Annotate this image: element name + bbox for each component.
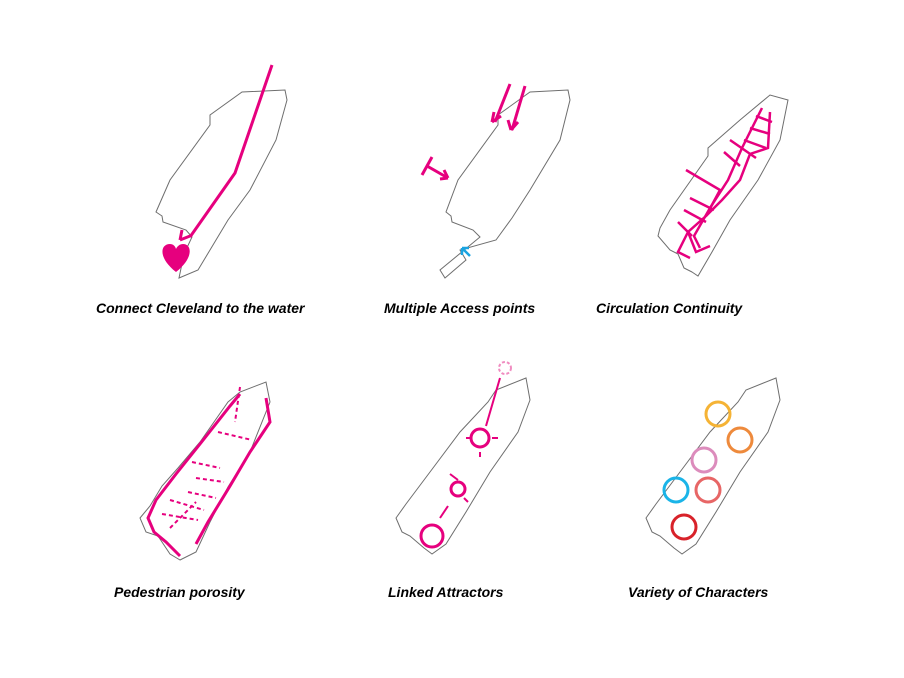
circle-icon xyxy=(498,361,512,375)
diagram-attractors xyxy=(395,361,531,555)
double-arrow-icon xyxy=(161,386,253,529)
circle-icon xyxy=(694,476,722,504)
site-outline xyxy=(657,94,789,277)
caption-porosity: Pedestrian porosity xyxy=(114,584,245,600)
site-outline xyxy=(139,381,271,561)
circle-icon xyxy=(726,426,754,454)
circle-icon xyxy=(670,513,698,541)
diagram-connect xyxy=(155,64,288,279)
arrow-icon xyxy=(439,169,450,181)
site-outline xyxy=(439,89,571,279)
arrow-icon xyxy=(506,119,520,131)
site-outline xyxy=(395,377,531,555)
heart-icon xyxy=(162,244,190,272)
circle-icon xyxy=(449,480,467,498)
caption-access: Multiple Access points xyxy=(384,300,536,316)
panel-attractors: Linked Attractors xyxy=(370,322,670,622)
link-arrows xyxy=(439,377,501,519)
caption-circulation: Circulation Continuity xyxy=(596,300,743,316)
panel-porosity: Pedestrian porosity xyxy=(100,322,400,622)
circle-icon xyxy=(690,446,718,474)
access-arrow-water xyxy=(460,246,471,257)
access-arrow-north-left xyxy=(493,83,512,123)
circle-icon xyxy=(419,523,445,549)
site-outline xyxy=(645,377,781,555)
diagram-porosity xyxy=(139,381,272,561)
caption-characters: Variety of Characters xyxy=(628,584,769,600)
diagram-access xyxy=(420,83,571,279)
access-arrow-north-right xyxy=(510,85,527,131)
circle-icon xyxy=(662,476,690,504)
panel-circulation: Circulation Continuity xyxy=(580,40,880,340)
panel-connect: Connect Cleveland to the water xyxy=(80,40,380,340)
arrow-icon xyxy=(490,111,502,124)
diagram-characters xyxy=(645,377,781,555)
caption-attractors: Linked Attractors xyxy=(388,584,504,600)
arrow-icon xyxy=(178,229,191,242)
access-arrow-west xyxy=(426,164,449,180)
water-arrow xyxy=(188,64,274,238)
circulation-network xyxy=(676,107,773,260)
circle-icon xyxy=(704,400,732,428)
perimeter-paths xyxy=(146,393,272,558)
site-outline xyxy=(155,89,288,279)
panel-access: Multiple Access points xyxy=(370,40,670,340)
circle-icon xyxy=(469,427,491,449)
diagram-circulation xyxy=(657,94,789,277)
panel-characters: Variety of Characters xyxy=(600,322,900,622)
caption-connect: Connect Cleveland to the water xyxy=(96,300,305,316)
